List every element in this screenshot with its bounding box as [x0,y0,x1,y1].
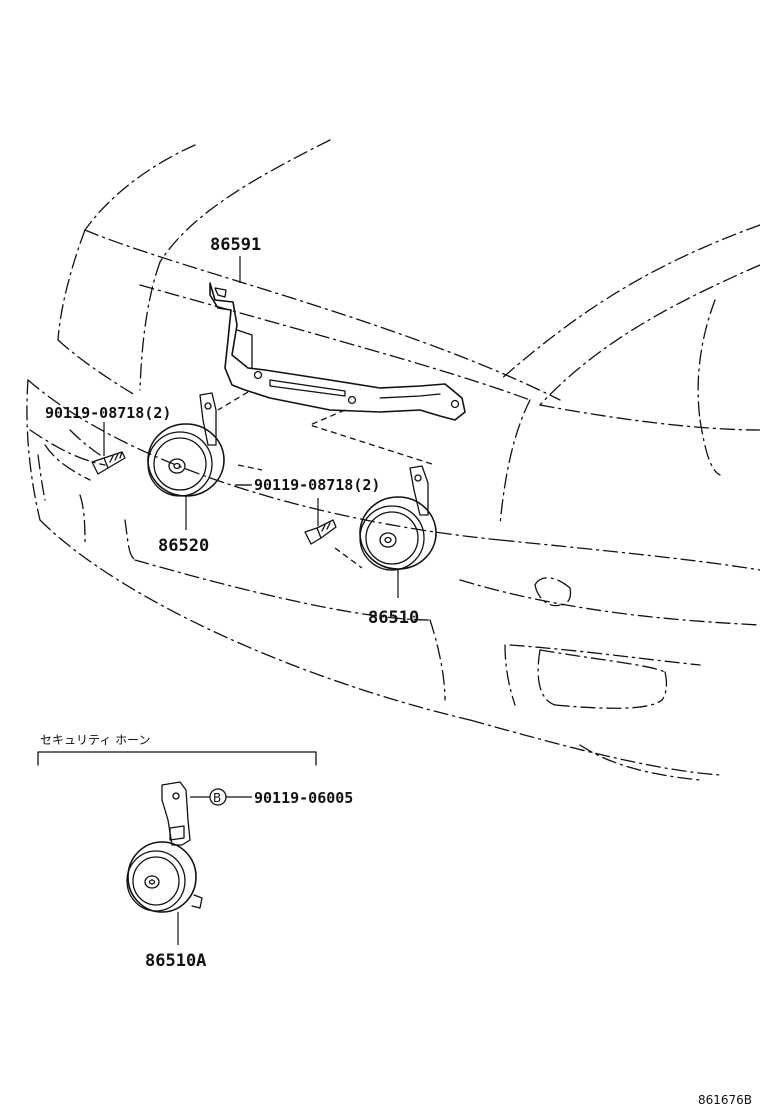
car-body-outline [26,139,760,781]
security-bolt-marker: B [213,791,221,805]
label-bolt-left: 90119-08718(2) [45,404,171,422]
label-bracket-86591: 86591 [210,235,261,255]
label-security-bolt: 90119-06005 [254,789,353,807]
label-horn-86520: 86520 [158,536,209,556]
assembly-guide-lines [217,391,436,569]
label-security-horn-86510A: 86510A [145,951,206,971]
security-horn-title: セキュリティ ホーン [40,733,151,747]
label-horn-86510: 86510 [368,608,419,628]
security-bracket-line [37,751,317,766]
security-horn-section: セキュリティ ホーン B 90119-06005 86510A [37,733,353,971]
figure-reference: 861676B [698,1093,752,1107]
bolt-left [91,422,126,475]
label-bolt-right: 90119-08718(2) [254,476,380,494]
horn-low-86520 [147,392,225,530]
horn-high-86510 [359,465,437,598]
horn-bracket [209,282,466,421]
